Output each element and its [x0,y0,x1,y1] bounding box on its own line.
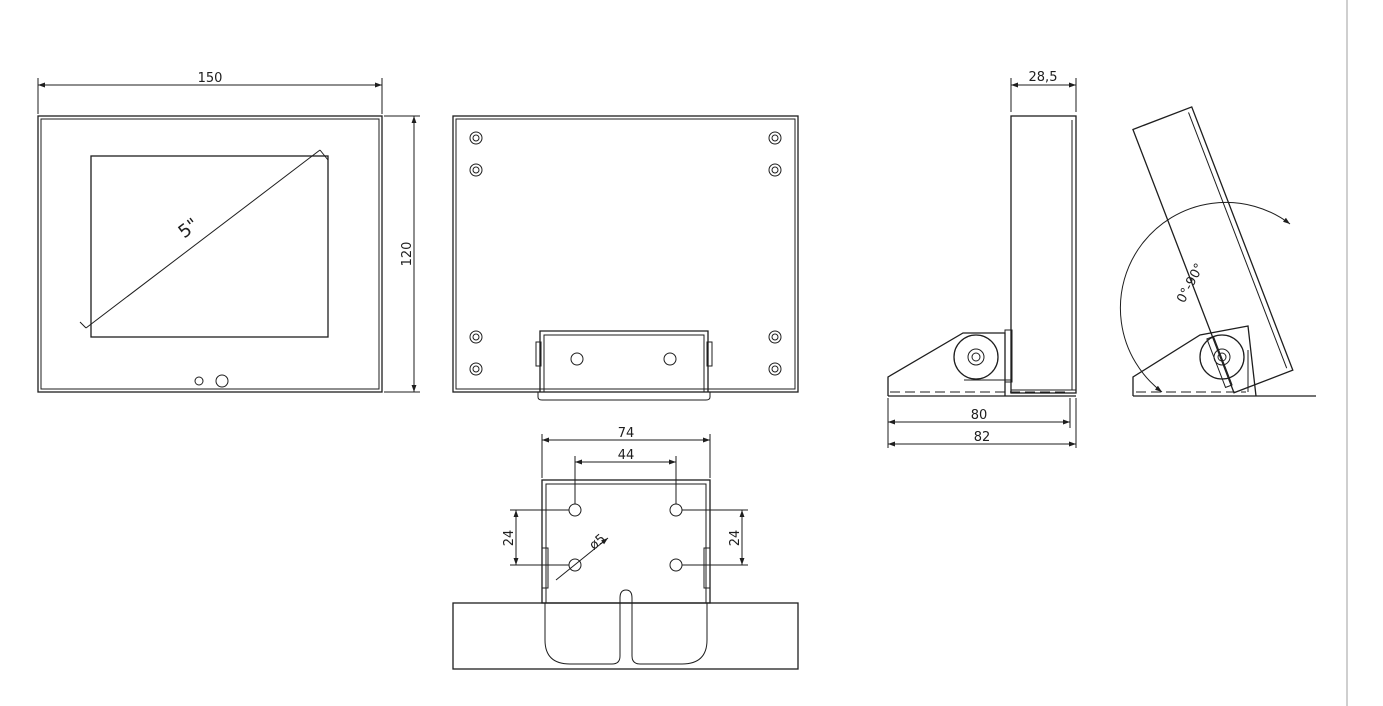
bracket-mount-holes [568,503,683,572]
side-housing [1010,115,1077,394]
hole-diameter-label: ø5 [587,531,609,553]
front-width-dimension: 150 [37,71,383,114]
tilt-angle-label: 0°-90° [1174,261,1207,306]
bracket-right-vertical-dimension: 24 [682,509,748,566]
side-depth-dimension: 28,5 [1010,70,1077,112]
side-base-inner-dimension: 80 [887,398,1077,448]
bracket-left-vertical-label: 24 [502,530,517,547]
side-hinge-knob [953,334,999,380]
rear-mounting-holes [469,131,782,376]
diagonal-line [85,149,321,329]
diagonal-label: 5" [174,214,202,243]
bracket-body [541,479,711,604]
bracket-left-vertical-dimension: 24 [502,509,569,566]
bracket-right-vertical-label: 24 [728,530,743,547]
diagonal-ticks [79,149,329,329]
front-housing-inner-edge [40,118,380,390]
bracket-view: 74 44 24 24 ø5 [452,426,799,670]
hole-diameter-callout: ø5 [555,531,609,581]
rear-housing-outline [452,115,799,393]
side-base-outer-label: 82 [974,430,991,445]
front-width-label: 150 [198,71,223,86]
bracket-slot-cutout [544,589,708,665]
tilt-stand-arm [1132,325,1257,397]
status-led-large [215,374,229,388]
side-view: 28,5 80 82 [887,70,1077,448]
tilted-housing [1132,106,1294,394]
bracket-outer-width-label: 74 [618,426,635,441]
rear-view [452,115,799,401]
front-view: 5" 150 120 [37,71,420,393]
bracket-base-plate [452,602,799,670]
front-height-label: 120 [400,242,415,267]
rear-housing-inner-edge [455,118,796,390]
front-height-dimension: 120 [384,115,420,393]
side-stand-arm [887,332,1006,396]
side-base-inner-label: 80 [971,408,988,423]
bracket-hole-spacing-label: 44 [618,448,635,463]
front-housing-outline [37,115,383,393]
bracket-hole-spacing-dimension: 44 [574,448,677,504]
page-edge-divider [1346,0,1348,706]
tilt-view: 0°-90° [1119,106,1316,397]
rear-bracket [535,330,713,401]
bracket-outer-width-dimension: 74 [541,426,711,478]
display-screen [90,155,329,338]
tilt-hinge-knob [1199,334,1245,380]
status-led-small [194,376,204,386]
side-depth-label: 28,5 [1029,70,1058,85]
tilt-angle-arc [1119,201,1291,393]
side-base-outer-dimension: 82 [888,430,1076,447]
